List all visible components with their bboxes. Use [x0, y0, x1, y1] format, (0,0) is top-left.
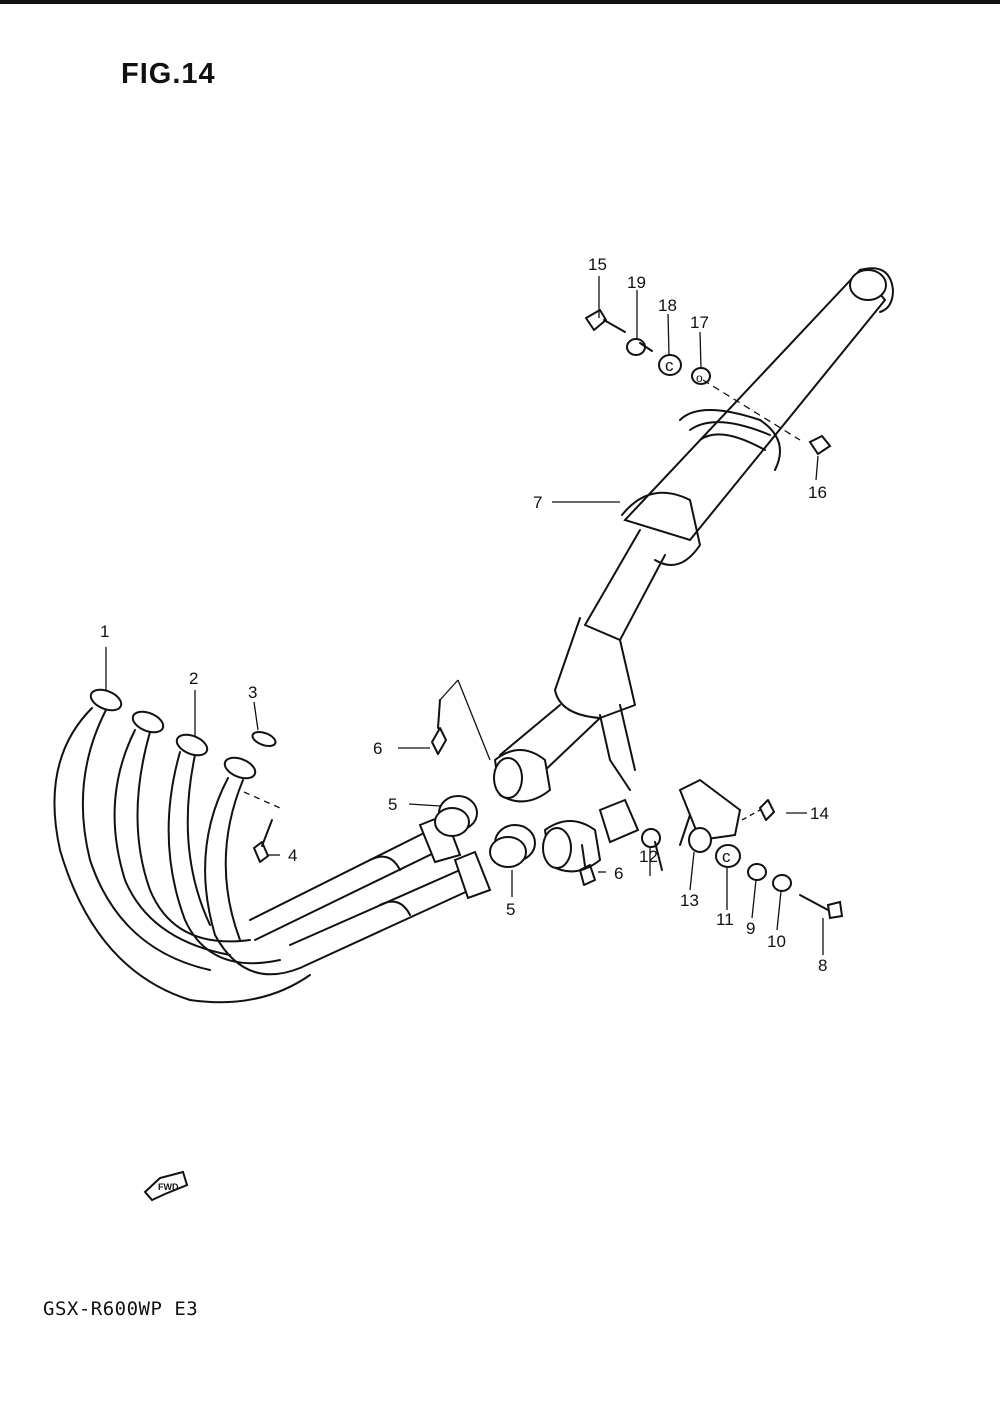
model-code: GSX-R600WP E3	[43, 1298, 199, 1320]
svg-text:o: o	[696, 371, 703, 385]
pipe-clamps	[431, 679, 640, 886]
callout-11: 11	[716, 910, 734, 929]
callout-19: 19	[627, 273, 646, 292]
callout-8: 8	[818, 956, 827, 975]
callout-9: 9	[746, 919, 755, 938]
callout-18: 18	[658, 296, 677, 315]
callout-1: 1	[100, 622, 109, 641]
callout-14: 14	[810, 804, 829, 823]
callout-2: 2	[189, 669, 198, 688]
muffler-part-7	[499, 267, 894, 791]
callout-12: 12	[639, 847, 658, 866]
svg-text:c: c	[722, 847, 731, 866]
connector-sleeves-part-5	[434, 795, 536, 868]
callout-3: 3	[248, 683, 257, 702]
muffler-mount-hardware: c o	[585, 309, 832, 456]
header-pipes-part-1-2	[53, 688, 492, 1004]
rear-bracket-hardware: c	[641, 778, 844, 920]
clip-and-bolt	[243, 731, 281, 863]
fwd-label: FWD	[158, 1182, 179, 1192]
figure-title: FIG.14	[121, 58, 216, 90]
callout-10: 10	[767, 932, 786, 951]
page-top-border	[0, 0, 1000, 4]
callout-6a: 6	[373, 739, 382, 758]
callout-7: 7	[533, 493, 542, 512]
svg-text:c: c	[665, 356, 674, 375]
callout-13: 13	[680, 891, 699, 910]
callout-6b: 6	[614, 864, 623, 883]
callout-4: 4	[288, 846, 297, 865]
callout-17: 17	[690, 313, 709, 332]
callout-16: 16	[808, 483, 827, 502]
callout-15: 15	[588, 255, 607, 274]
fwd-direction-arrow: FWD	[143, 1170, 189, 1202]
callout-5a: 5	[388, 795, 397, 814]
callout-numbers: 1 2 3 4 5 5 6 6 7 8 9 10 11 12 13 14 15 …	[100, 255, 829, 975]
callout-5b: 5	[506, 900, 515, 919]
callout-leaders	[105, 276, 824, 955]
